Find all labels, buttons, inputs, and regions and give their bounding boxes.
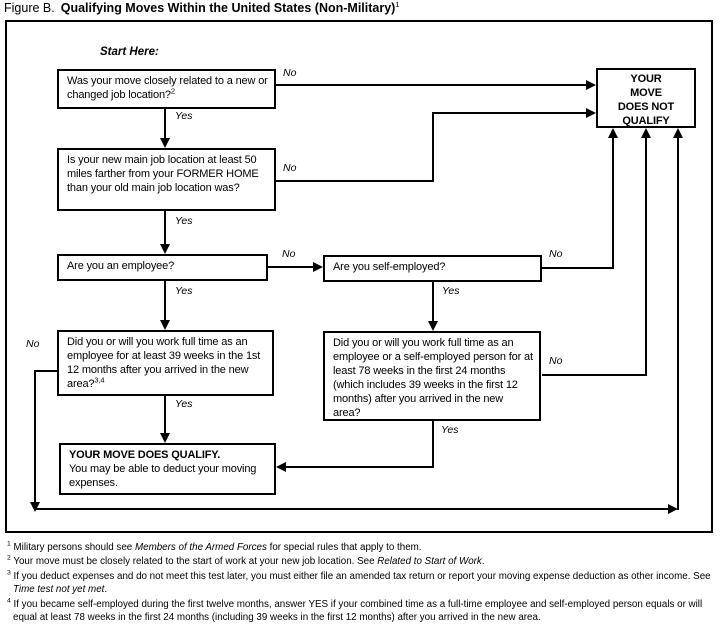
footnote-3-post: . [104,584,108,596]
arrowhead-q1-no [586,80,596,90]
footnote-1-italic: Members of the Armed Forces [134,542,267,553]
footnote-1-marker: 1 [7,540,11,548]
arrowhead-q3-yes [160,320,170,330]
arrowhead-q3-no [313,262,323,272]
connector-q6-no-vertical [645,132,647,376]
footnote-1-post: for special rules that apply to them. [266,542,422,553]
figure-heading: Qualifying Moves Within the United State… [60,1,396,15]
not-qualify-line: MOVE [630,87,662,99]
connector-bottom-horizontal [34,508,670,510]
footnote-4-marker: 4 [7,597,11,605]
arrowhead-q1-yes [160,138,170,148]
connector-q6-yes-vertical [432,421,434,468]
connector-q6-no-horizontal [542,374,647,376]
decision-box-78-weeks: Did you or will you work full time as an… [323,331,541,421]
figure-label: Figure B. [4,1,55,15]
connector-q4-no-vertical [612,132,614,269]
yes-label-q3: Yes [175,285,193,297]
result-box-qualify: YOUR MOVE DOES QUALIFY. You may be able … [59,443,276,495]
connector-right-outer-vertical [677,132,679,510]
connector-q2-no-top [432,112,588,114]
connector-q3-yes [164,281,166,322]
decision-box-39-weeks: Did you or will you work full time as an… [57,330,274,396]
q1-footnote-ref: 2 [170,86,175,96]
title-footnote-ref: 1 [395,0,400,9]
decision-box-50-miles: Is your new main job location at least 5… [57,148,276,211]
connector-q1-no [276,84,588,86]
decision-box-50-miles-text: Is your new main job location at least 5… [67,154,259,194]
footnotes: 1 Military persons should see Members of… [4,541,716,625]
connector-q3-no [268,266,315,268]
qualify-body: You may be able to deduct your moving ex… [69,463,257,489]
arrowhead-q6-yes [276,462,286,472]
yes-label-q2: Yes [175,215,193,227]
footnote-3-text: If you deduct expenses and do not meet t… [13,570,711,582]
footnote-2-marker: 2 [7,555,11,563]
arrowhead-q5-yes [160,433,170,443]
footnote-3-marker: 3 [7,569,11,577]
decision-box-employee: Are you an employee? [57,254,268,281]
footnote-4-text: If you became self-employed during the f… [13,598,703,624]
arrowhead-bottom-right [668,504,678,514]
not-qualify-line: DOES NOT [617,101,675,113]
footnote-2: 2 Your move must be closely related to t… [4,555,716,568]
decision-box-39-weeks-text: Did you or will you work full time as an… [67,336,261,390]
connector-q5-no-horizontal [34,370,57,372]
yes-label-q6: Yes [441,424,459,436]
no-label-q6: No [549,355,563,367]
arrowhead-q6-no [641,128,651,138]
footnote-2-text: Your move must be closely related to the… [13,556,378,568]
connector-q2-yes [164,211,166,246]
flowchart-border [5,20,713,533]
footnote-4: 4 If you became self-employed during the… [4,597,716,625]
no-label-q3: No [282,248,296,260]
footnote-2-post: . [481,556,485,568]
no-label-q5: No [26,338,40,350]
start-here-label: Start Here: [100,46,159,58]
connector-q6-yes-horizontal [284,466,434,468]
yes-label-q1: Yes [175,110,193,122]
not-qualify-line: QUALIFY [622,115,670,127]
not-qualify-line: YOUR [630,73,662,85]
footnote-3-italic: Time test not yet met [13,584,105,596]
connector-q5-no-vertical [34,370,36,503]
decision-box-job-related-text: Was your move closely related to a new o… [67,75,268,101]
footnote-2-italic: Related to Start of Work [377,556,482,568]
result-box-not-qualify: YOUR MOVE DOES NOT QUALIFY [596,68,696,128]
q5-footnote-ref: 3,4 [94,375,105,385]
decision-box-self-employed-text: Are you self-employed? [333,261,446,273]
qualify-heading: YOUR MOVE DOES QUALIFY. [69,449,221,461]
arrowhead-q4-no [608,128,618,138]
connector-q4-yes [432,282,434,324]
decision-box-employee-text: Are you an employee? [67,260,175,272]
no-label-q2: No [283,162,297,174]
figure-title: Figure B. Qualifying Moves Within the Uni… [4,1,400,15]
arrowhead-outer-no [673,128,683,138]
arrowhead-q4-yes [428,321,438,331]
decision-box-self-employed: Are you self-employed? [323,255,542,282]
connector-q4-no-horizontal [542,267,613,269]
connector-q5-yes [164,396,166,435]
no-label-q1: No [283,67,297,79]
decision-box-job-related: Was your move closely related to a new o… [57,69,276,109]
arrowhead-q2-no [586,108,596,118]
connector-q2-no-vertical [432,112,434,182]
no-label-q4: No [549,248,563,260]
connector-q2-no-horizontal [276,180,434,182]
arrowhead-q5-no-down [30,502,40,512]
arrowhead-q2-yes [160,244,170,254]
yes-label-q4: Yes [442,285,460,297]
footnote-3: 3 If you deduct expenses and do not meet… [4,570,716,597]
decision-box-78-weeks-text: Did you or will you work full time as an… [333,337,533,419]
yes-label-q5: Yes [175,398,193,410]
footnote-1: 1 Military persons should see Members of… [4,541,716,554]
footnote-1-text: Military persons should see [13,542,135,553]
connector-q1-yes [164,108,166,142]
